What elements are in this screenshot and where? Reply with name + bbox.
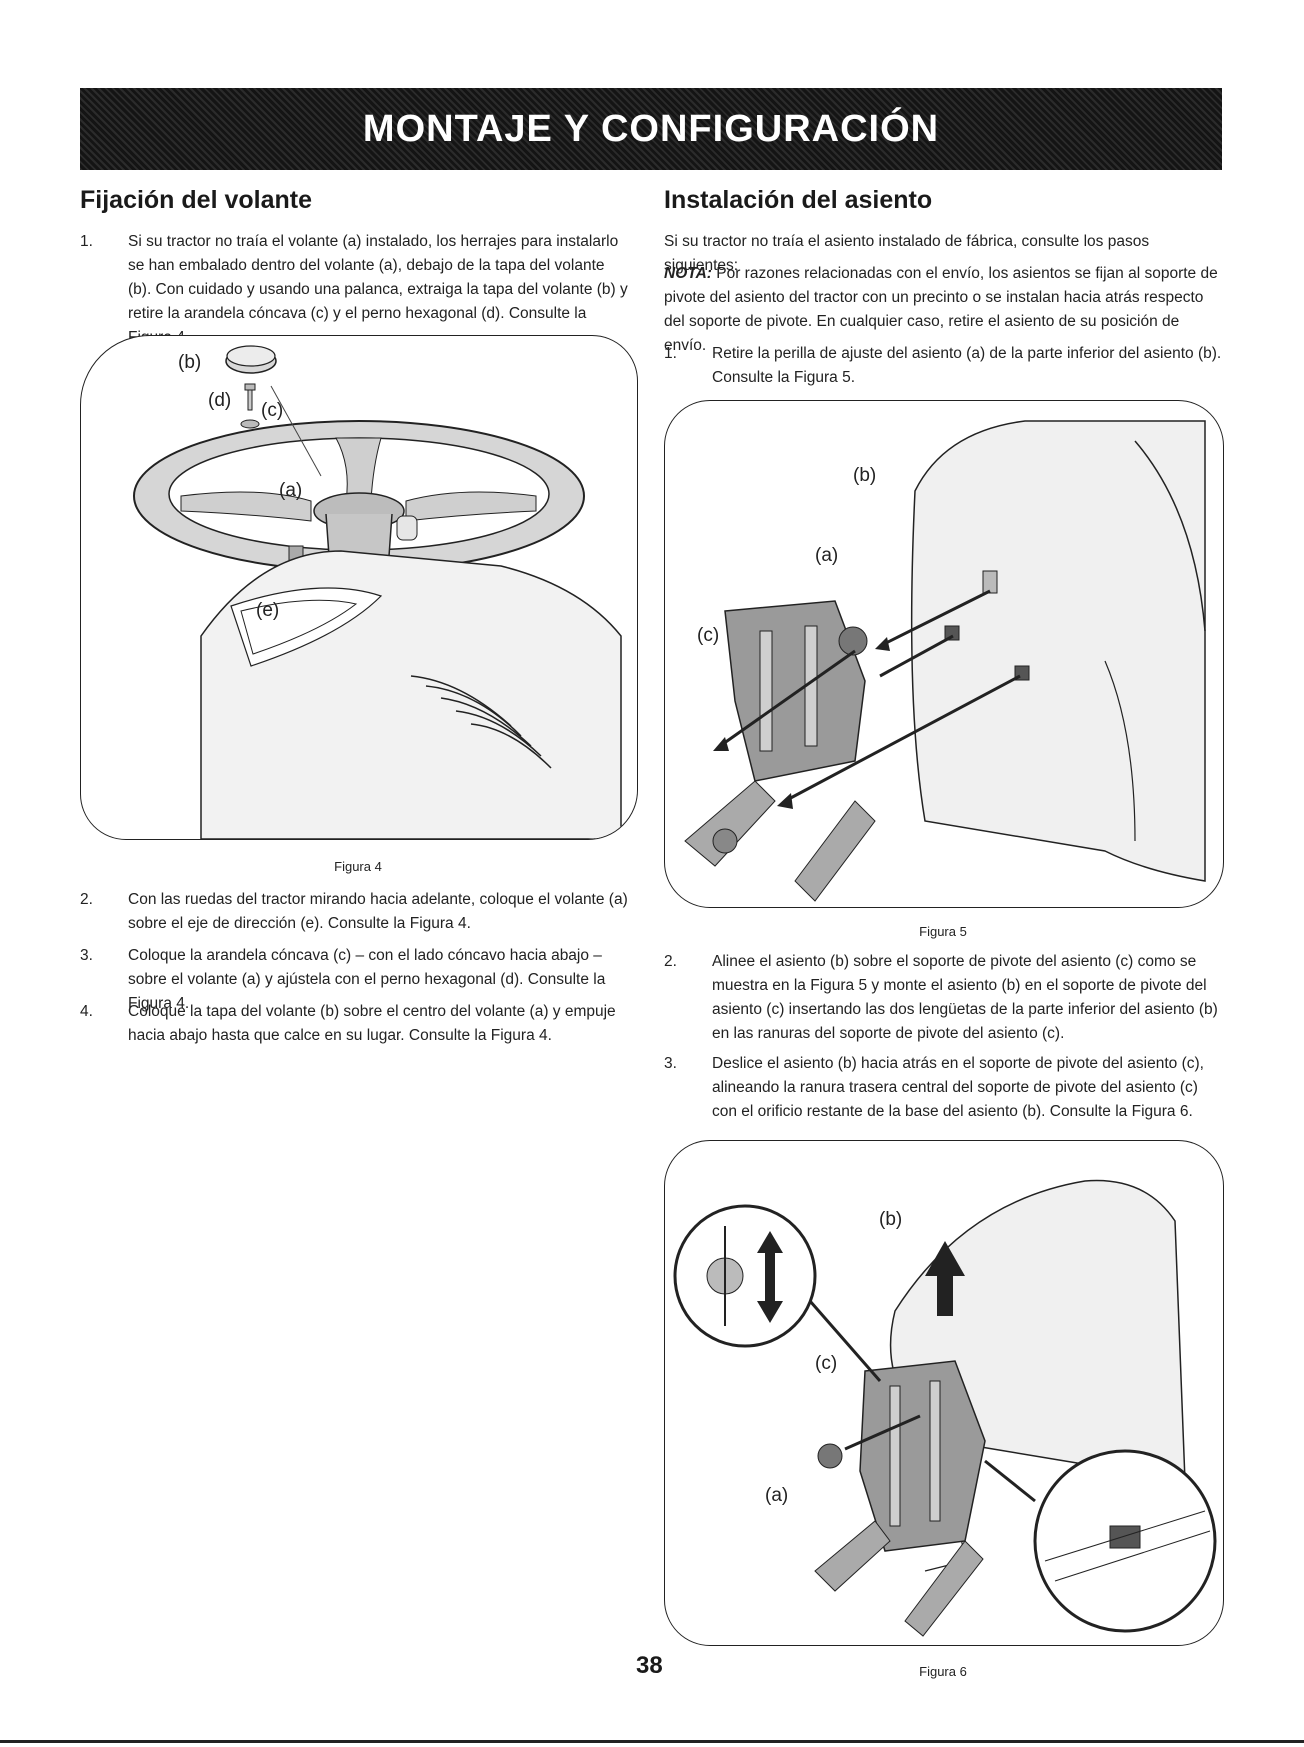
- label-d: (d): [208, 390, 231, 411]
- seat-intro: Si su tractor no traía el asiento instal…: [664, 233, 1150, 274]
- steering-step-3: 3. Coloque la arandela cóncava (c) – con…: [80, 944, 628, 1016]
- step-text: Con las ruedas del tractor mirando hacia…: [128, 891, 628, 932]
- step-number: 3.: [664, 1055, 677, 1072]
- heading-steering-wheel: Fijación del volante: [80, 186, 312, 214]
- step-text: Coloque la tapa del volante (b) sobre el…: [128, 1003, 616, 1044]
- banner-title: MONTAJE Y CONFIGURACIÓN: [362, 107, 940, 150]
- note-label: NOTA:: [664, 265, 712, 282]
- step-text: Coloque la arandela cóncava (c) – con el…: [128, 947, 606, 1012]
- seat-knob-illustration: (b) (a) (c): [684, 420, 1206, 902]
- figure-6-caption: Figura 6: [919, 1664, 967, 1679]
- label-c: (c): [261, 400, 283, 421]
- heading-seat-installation: Instalación del asiento: [664, 186, 933, 214]
- seat-step-1: 1. Retire la perilla de ajuste del asien…: [664, 342, 1224, 390]
- label-a: (a): [279, 480, 302, 501]
- step-number: 2.: [664, 953, 677, 970]
- label-a: (a): [815, 545, 838, 566]
- section-banner: MONTAJE Y CONFIGURACIÓN: [80, 88, 1222, 170]
- steering-step-1: 1. Si su tractor no traía el volante (a)…: [80, 230, 628, 350]
- step-text: Retire la perilla de ajuste del asiento …: [712, 345, 1222, 386]
- figure-4-caption: Figura 4: [334, 859, 382, 874]
- step-text: Si su tractor no traía el volante (a) in…: [128, 233, 628, 346]
- figure-4-steering-wheel: (b) (d) (c) (a) (e): [80, 335, 638, 840]
- step-number: 1.: [80, 233, 93, 250]
- label-b: (b): [178, 352, 201, 373]
- steering-step-2: 2. Con las ruedas del tractor mirando ha…: [80, 888, 628, 936]
- figure-5-seat-removal: (b) (a) (c): [664, 400, 1224, 908]
- bottom-rule: [0, 1740, 1304, 1743]
- seat-slide-illustration: (b) (c) (a): [673, 1179, 1217, 1637]
- step-number: 2.: [80, 891, 93, 908]
- step-number: 3.: [80, 947, 93, 964]
- label-b: (b): [879, 1209, 902, 1230]
- label-c: (c): [815, 1353, 837, 1374]
- label-b: (b): [853, 465, 876, 486]
- seat-step-2: 2. Alinee el asiento (b) sobre el soport…: [664, 950, 1224, 1046]
- label-c: (c): [697, 625, 719, 646]
- steering-wheel-illustration: (b) (d) (c) (a) (e): [133, 345, 622, 839]
- seat-step-3: 3. Deslice el asiento (b) hacia atrás en…: [664, 1052, 1224, 1124]
- label-e: (e): [256, 600, 279, 621]
- page-number: 38: [636, 1652, 663, 1679]
- step-number: 1.: [664, 345, 677, 362]
- figure-5-caption: Figura 5: [919, 924, 967, 939]
- step-text: Alinee el asiento (b) sobre el soporte d…: [712, 953, 1218, 1042]
- step-text: Deslice el asiento (b) hacia atrás en el…: [712, 1055, 1204, 1120]
- label-a: (a): [765, 1485, 788, 1506]
- figure-6-seat-alignment: (b) (c) (a): [664, 1140, 1224, 1646]
- step-number: 4.: [80, 1003, 93, 1020]
- steering-step-4: 4. Coloque la tapa del volante (b) sobre…: [80, 1000, 628, 1048]
- note-text: Por razones relacionadas con el envío, l…: [664, 265, 1218, 354]
- seat-note: NOTA: Por razones relacionadas con el en…: [664, 262, 1224, 358]
